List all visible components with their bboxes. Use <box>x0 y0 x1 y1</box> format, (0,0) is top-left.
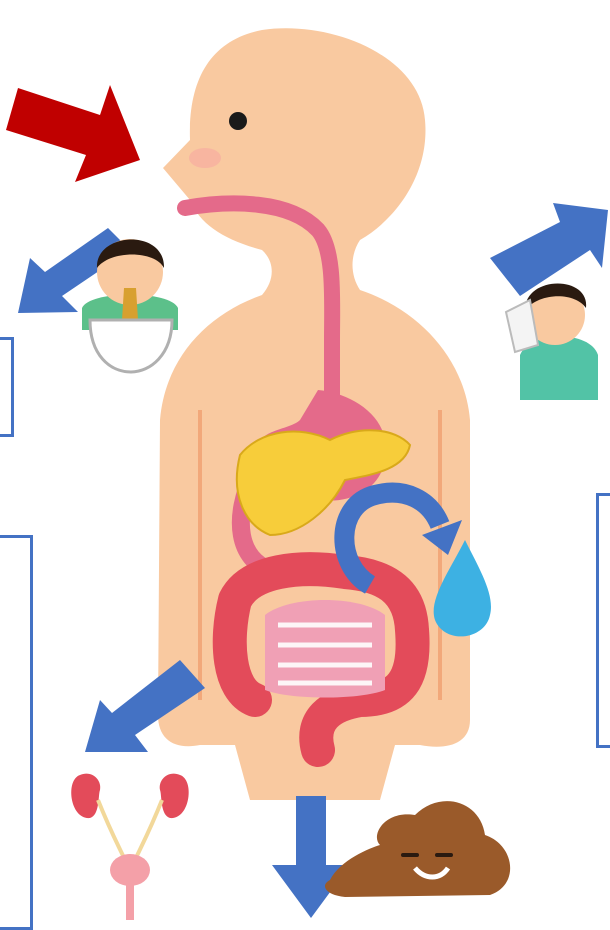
ureters <box>98 800 162 860</box>
bladder <box>110 854 150 886</box>
text-box-left-bottom <box>0 535 33 930</box>
kidney-right <box>160 774 189 818</box>
sweating-man-icon <box>490 203 608 400</box>
text-box-left-top <box>0 337 14 437</box>
kidney-left <box>71 774 100 818</box>
eye <box>229 112 247 130</box>
urethra <box>126 884 134 920</box>
intake-arrow-icon <box>6 85 140 182</box>
feces-arrow-icon <box>272 796 350 918</box>
stool-body <box>325 801 510 897</box>
toilet-bowl <box>90 320 172 372</box>
sweat-arrow-icon <box>490 203 608 296</box>
kidneys-bladder-icon <box>71 774 188 920</box>
child-vomit <box>122 288 138 320</box>
cheek <box>189 148 221 168</box>
vomiting-child-icon <box>18 228 178 372</box>
stool-icon <box>325 801 510 897</box>
text-box-right <box>596 493 610 748</box>
